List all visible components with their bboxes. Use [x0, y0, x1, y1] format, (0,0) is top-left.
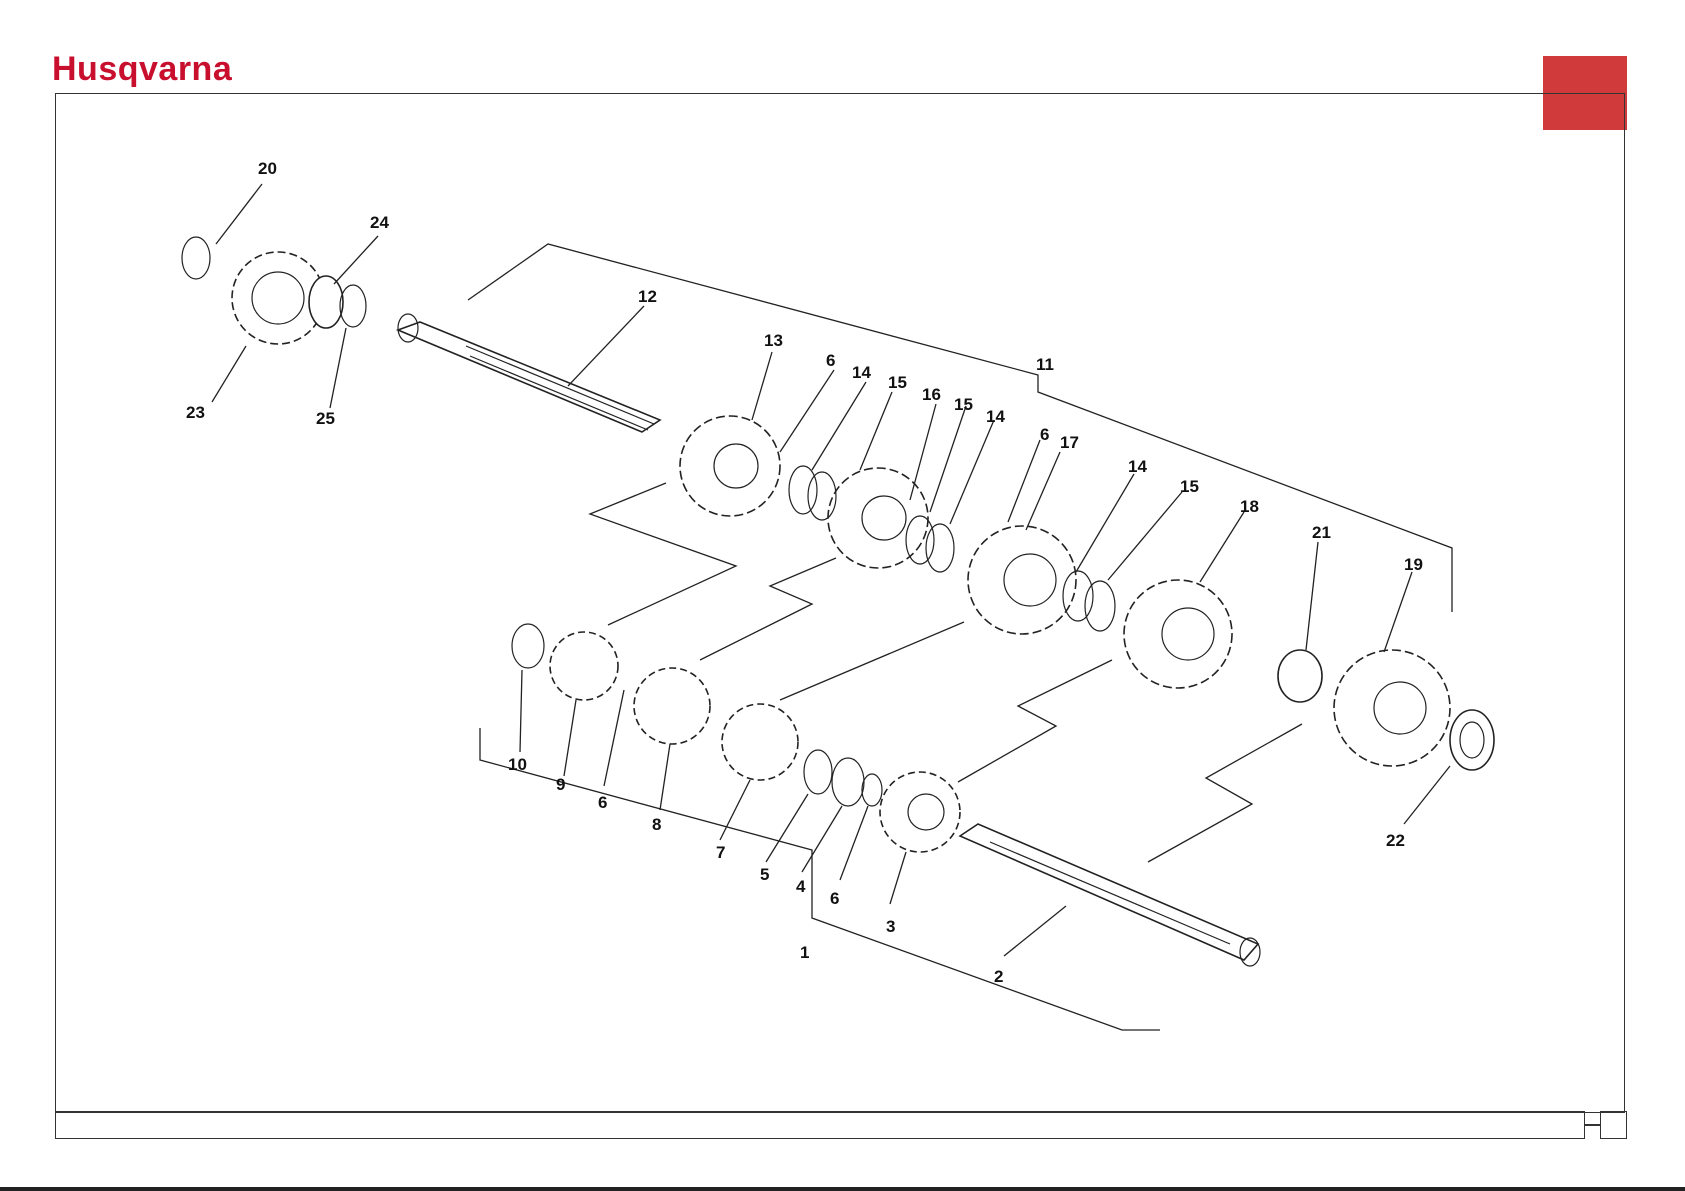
- part-15-gear-upper: [828, 468, 928, 568]
- callout-20: 21: [1312, 523, 1331, 542]
- part-4-5-6-rings: [804, 750, 882, 806]
- callout-5: 5: [760, 865, 769, 884]
- callout-3: 3: [886, 917, 895, 936]
- part-7-gear: [722, 704, 798, 780]
- part-25-oring: [340, 285, 366, 327]
- part-2-countershaft: [960, 824, 1260, 966]
- part-9-gear: [550, 632, 618, 700]
- part-24-spacer: [309, 276, 343, 328]
- callout-15c: 15: [1180, 477, 1199, 496]
- part-21-washer: [1450, 710, 1494, 770]
- callout-21: 22: [1386, 831, 1405, 850]
- callout-14a: 14: [852, 363, 871, 382]
- callout-12: 12: [638, 287, 657, 306]
- callout-19: 19: [1404, 555, 1423, 574]
- part-13-gear: [680, 416, 780, 516]
- callout-18: 18: [1240, 497, 1259, 516]
- callout-14c: 14: [1128, 457, 1147, 476]
- callout-2: 2: [994, 967, 1003, 986]
- part-8-gear: [634, 668, 710, 744]
- callout-25: 25: [316, 409, 335, 428]
- callout-6c: 6: [598, 793, 607, 812]
- callout-4: 4: [796, 877, 806, 896]
- part-3-gear: [880, 772, 960, 852]
- callout-11: 11: [1036, 355, 1054, 374]
- callout-1: 1: [800, 943, 809, 962]
- part-20-bearing: [1278, 650, 1322, 702]
- callout-6a: 6: [826, 351, 835, 370]
- callout-22: 23: [186, 403, 205, 422]
- part-18-gear: [1124, 580, 1232, 688]
- callout-16: 16: [922, 385, 941, 404]
- callout-13: 13: [764, 331, 783, 350]
- leader-lines: [212, 184, 1450, 956]
- callout-7: 7: [716, 843, 725, 862]
- callout-labels: 20 24 23 25 12 13 6 14 15 16 15 14 11 6 …: [186, 159, 1423, 986]
- callout-8: 8: [652, 815, 661, 834]
- callout-6b: 6: [1040, 425, 1049, 444]
- callout-9: 9: [556, 775, 565, 794]
- callout-14b: 14: [986, 407, 1005, 426]
- callout-23: 20: [258, 159, 277, 178]
- part-12-main-shaft: [398, 314, 660, 432]
- callout-15a: 15: [888, 373, 907, 392]
- part-19-gear: [1334, 650, 1450, 766]
- callout-6d: 6: [830, 889, 839, 908]
- callout-17: 17: [1060, 433, 1079, 452]
- upper-shaft-bracket: [468, 244, 1452, 612]
- part-17-gear: [968, 526, 1076, 634]
- callout-24: 24: [370, 213, 389, 232]
- callout-15b: 15: [954, 395, 973, 414]
- part-23-circlip: [182, 237, 210, 279]
- callout-10: 10: [508, 755, 527, 774]
- part-10-circlip: [512, 624, 544, 668]
